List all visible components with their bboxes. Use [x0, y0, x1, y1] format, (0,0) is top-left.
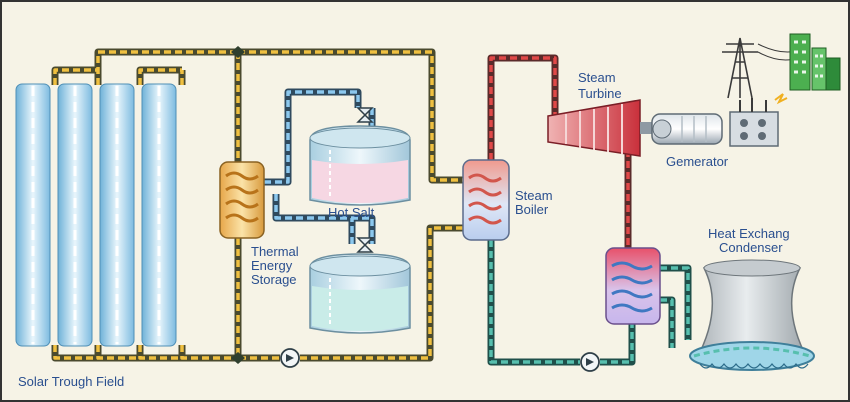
power-pylon-icon	[722, 37, 801, 99]
turbine-shaft	[640, 122, 654, 134]
thermal-storage-label-line-3: Storage	[251, 272, 297, 287]
solar-trough-field-label: Solar Trough Field	[18, 374, 124, 389]
water-loop-pipe-dash	[489, 240, 690, 364]
thermal-storage-label-line-1: Thermal	[251, 244, 299, 259]
valve-icon	[356, 107, 374, 123]
cooling-tower	[689, 259, 815, 371]
generator-label: Gemerator	[666, 154, 729, 169]
transformer-icon	[729, 93, 788, 147]
solar-trough-row	[141, 83, 177, 347]
steam-boiler-label-line-1: Steam	[515, 188, 553, 203]
steam-boiler	[462, 159, 510, 241]
cold-salt-tank	[309, 253, 411, 334]
city-buildings-icon	[789, 33, 841, 91]
thermal-storage-label-line-2: Energy	[251, 258, 293, 273]
solar-trough-row	[57, 83, 93, 347]
pump-icon	[280, 348, 300, 368]
valve-icon	[356, 237, 374, 253]
solar-trough-row	[99, 83, 135, 347]
generator	[651, 113, 723, 145]
solar-trough-field	[15, 83, 177, 347]
valve-icon	[231, 352, 245, 364]
steam-turbine-label-line-1: Steam	[578, 70, 616, 85]
steam-loop-pipe-dash	[489, 56, 630, 248]
pump-icon	[580, 352, 600, 372]
condenser-heat-exchanger	[605, 247, 661, 325]
steam-boiler-label-line-2: Boiler	[515, 202, 549, 217]
thermal-storage-heat-exchanger	[219, 161, 265, 239]
solar-trough-row	[15, 83, 51, 347]
hot-salt-tank	[309, 125, 411, 206]
steam-turbine	[547, 99, 641, 157]
condenser-label-line-1: Heat Exchang	[708, 226, 790, 241]
hot-salt-label: Hot Salt	[328, 205, 375, 220]
steam-turbine-label-line-2: Turbine	[578, 86, 622, 101]
valve-icon	[231, 46, 245, 58]
condenser-label-line-2: Condenser	[719, 240, 783, 255]
